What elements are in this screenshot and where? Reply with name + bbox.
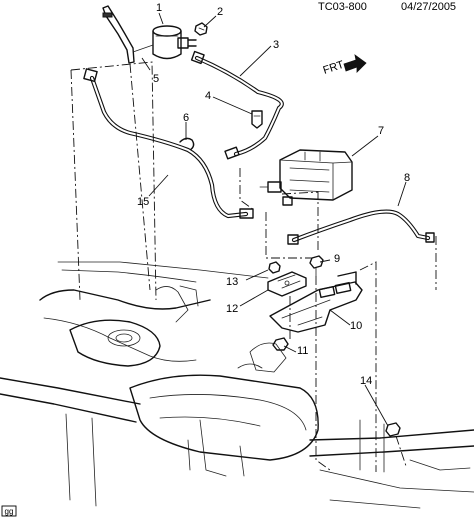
callout-14: 14 [360, 375, 372, 387]
callout-labels: 1 2 3 4 5 6 7 8 9 10 11 12 13 14 15 [137, 2, 410, 387]
part-11-grommet [272, 337, 289, 351]
callout-13: 13 [226, 276, 238, 288]
part-12-bracket [267, 271, 307, 297]
diagram-date: 04/27/2005 [401, 1, 456, 13]
callout-7: 7 [378, 125, 384, 137]
callout-10: 10 [350, 320, 362, 332]
callout-12: 12 [226, 303, 238, 315]
part-9-bolt [309, 255, 324, 277]
callout-1: 1 [156, 2, 162, 14]
leader-lines [141, 12, 407, 427]
callout-9: 9 [334, 253, 340, 265]
part-8-vent-tube [287, 209, 435, 245]
front-arrow: FRT [322, 54, 367, 77]
callout-4: 4 [205, 90, 211, 102]
part-2-fastener [194, 22, 208, 36]
callout-15: 15 [137, 196, 149, 208]
part-1-vent-valve [102, 5, 197, 64]
part-7-evap-canister [259, 149, 353, 206]
callout-5: 5 [153, 73, 159, 85]
part-4-hose-clip [251, 110, 263, 129]
diagram-code: TC03-800 [318, 1, 367, 13]
front-arrow-label: FRT [322, 59, 346, 77]
callout-2: 2 [217, 6, 223, 18]
part-13-nut [268, 261, 281, 274]
part-14-fastener [385, 422, 401, 437]
footer-tag: gg [1, 505, 17, 517]
callout-6: 6 [183, 112, 189, 124]
vehicle-underbody [0, 261, 474, 509]
part-6-clip [179, 137, 195, 151]
part-15-purge-line [83, 68, 254, 219]
routing-lines [70, 61, 437, 472]
front-arrow-icon [343, 54, 367, 73]
callout-3: 3 [273, 39, 279, 51]
callout-8: 8 [404, 172, 410, 184]
callout-11: 11 [297, 345, 308, 357]
footer-tag-label: gg [5, 507, 14, 516]
part-3-vent-hose [190, 50, 284, 160]
